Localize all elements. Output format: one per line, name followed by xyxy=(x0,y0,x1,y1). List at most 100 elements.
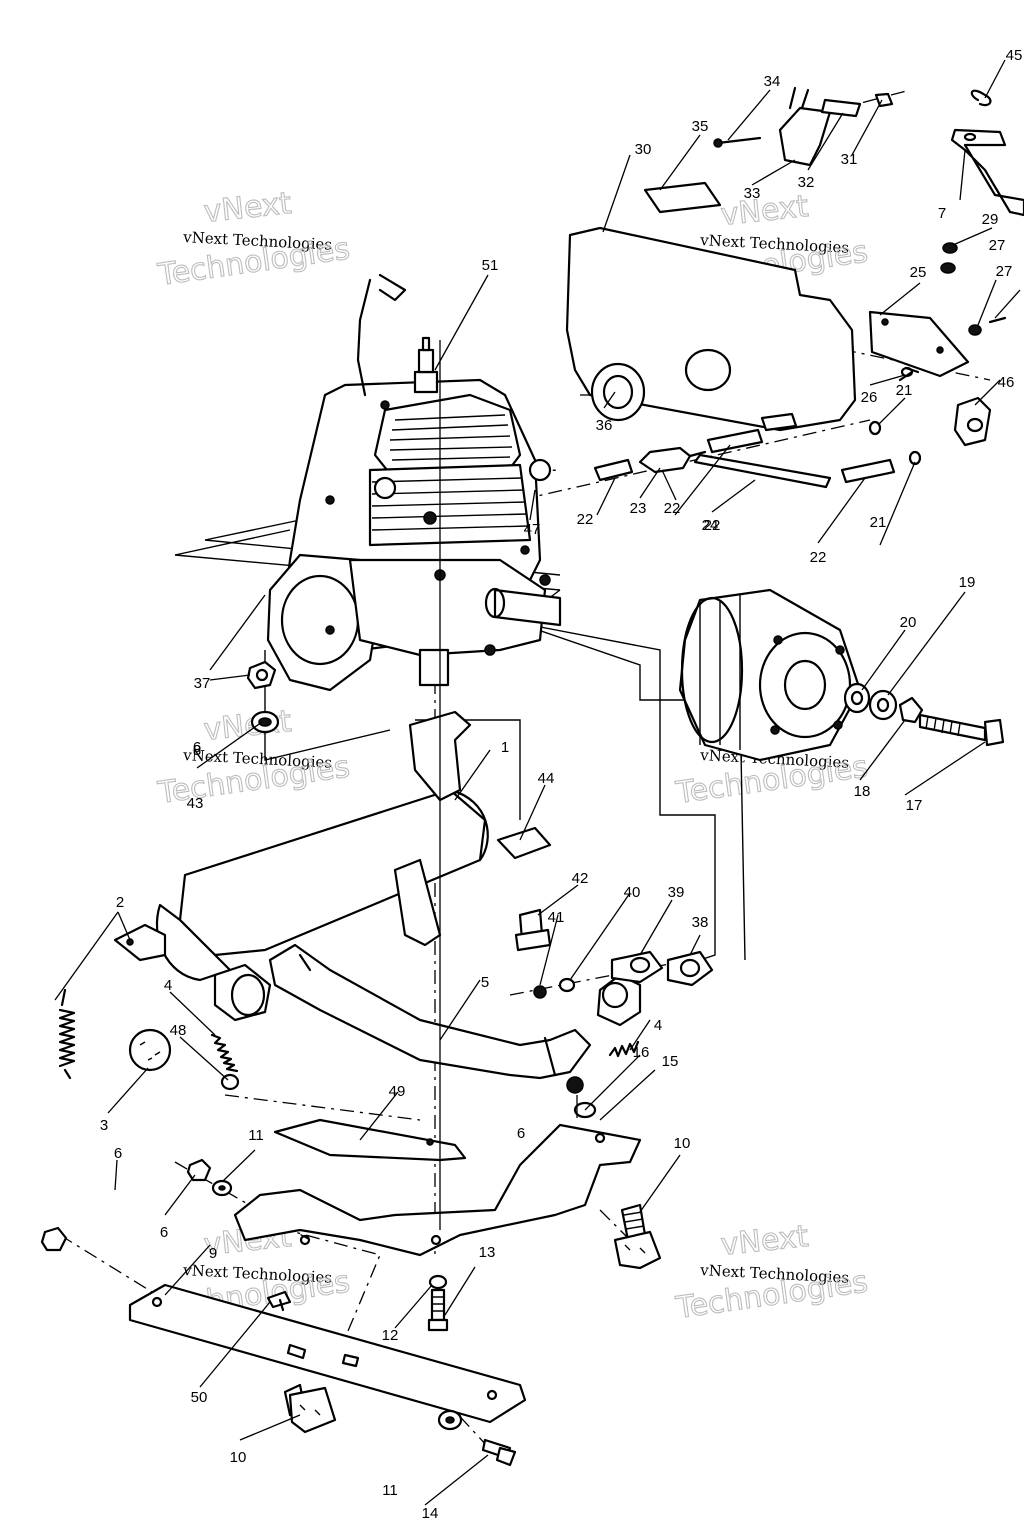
spring-left xyxy=(58,988,76,1080)
spring-4-right xyxy=(608,1040,640,1058)
gasket-39 xyxy=(610,950,664,984)
callout-19: 19 xyxy=(959,574,976,591)
callout-7: 7 xyxy=(938,205,946,222)
leader-lines xyxy=(54,59,1021,1506)
nut-8 xyxy=(246,660,277,690)
spark-plug xyxy=(413,336,439,394)
callout-21-lower: 21 xyxy=(870,514,887,531)
callout-27-b: 27 xyxy=(996,263,1013,280)
callout-8: 8 xyxy=(193,742,201,759)
callout-16: 16 xyxy=(633,1044,650,1061)
isolator-mount-left xyxy=(283,1383,337,1434)
callout-45: 45 xyxy=(1006,47,1023,64)
callout-47: 47 xyxy=(524,521,541,538)
callout-35: 35 xyxy=(692,118,709,135)
lock-washer-18 xyxy=(898,696,924,724)
callout-4-right: 4 xyxy=(654,1017,662,1034)
heat-shield-24 xyxy=(693,453,832,489)
callout-32: 32 xyxy=(798,174,815,191)
cylinder-barrel xyxy=(368,463,532,547)
fuel-hose-22c xyxy=(760,412,798,432)
callout-50: 50 xyxy=(191,1389,208,1406)
callout-20: 20 xyxy=(900,614,917,631)
crankshaft-output xyxy=(493,588,562,627)
callout-24: 24 xyxy=(702,517,719,534)
ignition-coil xyxy=(778,86,832,167)
mount-plate-25 xyxy=(868,310,970,382)
washer-43 xyxy=(250,710,280,734)
callout-1: 1 xyxy=(501,739,509,756)
callout-46: 46 xyxy=(998,374,1015,391)
callout-5: 5 xyxy=(481,974,489,991)
callout-21-upper: 21 xyxy=(896,382,913,399)
fuel-filter-23 xyxy=(638,446,707,474)
engine-assembly xyxy=(266,273,562,692)
callout-6-d: 6 xyxy=(193,739,201,756)
callout-42: 42 xyxy=(572,870,589,887)
callout-10-right: 10 xyxy=(674,1135,691,1152)
washer-40 xyxy=(558,977,576,993)
watermark-tag: vNext xyxy=(719,189,810,233)
nut-41 xyxy=(533,985,547,999)
throttle-bracket xyxy=(950,128,1024,217)
screw-50 xyxy=(266,1290,292,1312)
callout-51: 51 xyxy=(482,257,499,274)
callout-22-d: 22 xyxy=(704,517,721,534)
callout-43: 43 xyxy=(187,795,204,812)
watermark-bottom-right: vNext vNext Technologies Technologies xyxy=(673,1218,871,1326)
callout-41: 41 xyxy=(548,909,565,926)
washer-19 xyxy=(868,689,898,721)
washer-11-lower xyxy=(437,1409,463,1431)
callout-30: 30 xyxy=(635,141,652,158)
callout-15: 15 xyxy=(662,1053,679,1070)
engine-mount-foot xyxy=(418,648,450,687)
callout-25: 25 xyxy=(910,264,927,281)
plate-44 xyxy=(496,826,552,860)
muffler-outlet xyxy=(213,963,272,1022)
callout-37: 37 xyxy=(194,675,211,692)
watermark-tag: vNext xyxy=(202,186,293,230)
callout-44: 44 xyxy=(538,770,555,787)
callout-11-lower: 11 xyxy=(382,1482,398,1499)
callout-6-c: 6 xyxy=(517,1125,525,1142)
spacer-20 xyxy=(843,682,871,714)
muffler xyxy=(155,710,489,1022)
watermark-top-left: vNext vNext Technologies Technologies xyxy=(155,185,353,293)
spark-plug-wire xyxy=(356,273,407,397)
washers-27-29 xyxy=(940,242,1007,336)
callout-4-left: 4 xyxy=(164,977,172,994)
screw-42 xyxy=(514,908,552,952)
exhaust-pipe xyxy=(268,943,592,1080)
callout-36: 36 xyxy=(596,417,613,434)
cover-hole xyxy=(684,348,732,392)
callout-34: 34 xyxy=(764,73,781,90)
callout-22-a: 22 xyxy=(577,511,594,528)
callout-14: 14 xyxy=(422,1505,439,1522)
grommet-3 xyxy=(128,1028,172,1072)
nut-31 xyxy=(874,92,894,108)
callout-6-b: 6 xyxy=(160,1224,168,1241)
crankcase xyxy=(348,558,547,657)
callout-12: 12 xyxy=(382,1327,399,1344)
callout-18: 18 xyxy=(854,783,871,800)
exhaust-coupler xyxy=(596,973,642,1027)
callout-9: 9 xyxy=(209,1245,217,1262)
callout-27-a: 27 xyxy=(989,237,1006,254)
coil-bracket xyxy=(820,98,862,118)
nut-6-center xyxy=(566,1076,584,1094)
callout-38: 38 xyxy=(692,914,709,931)
fuel-hose-22b xyxy=(706,428,764,454)
bolt-17 xyxy=(918,713,1005,747)
callout-39: 39 xyxy=(668,884,685,901)
isolator-mount-right xyxy=(613,1203,662,1270)
callout-22-b: 22 xyxy=(664,500,681,517)
callout-49: 49 xyxy=(389,1083,406,1100)
screw-34 xyxy=(713,136,762,148)
callout-26: 26 xyxy=(861,389,878,406)
gasket-38 xyxy=(666,950,714,987)
spring-4-left xyxy=(210,1033,239,1073)
clamps-21 xyxy=(868,420,922,466)
callout-2: 2 xyxy=(116,894,124,911)
callout-48: 48 xyxy=(170,1022,187,1039)
